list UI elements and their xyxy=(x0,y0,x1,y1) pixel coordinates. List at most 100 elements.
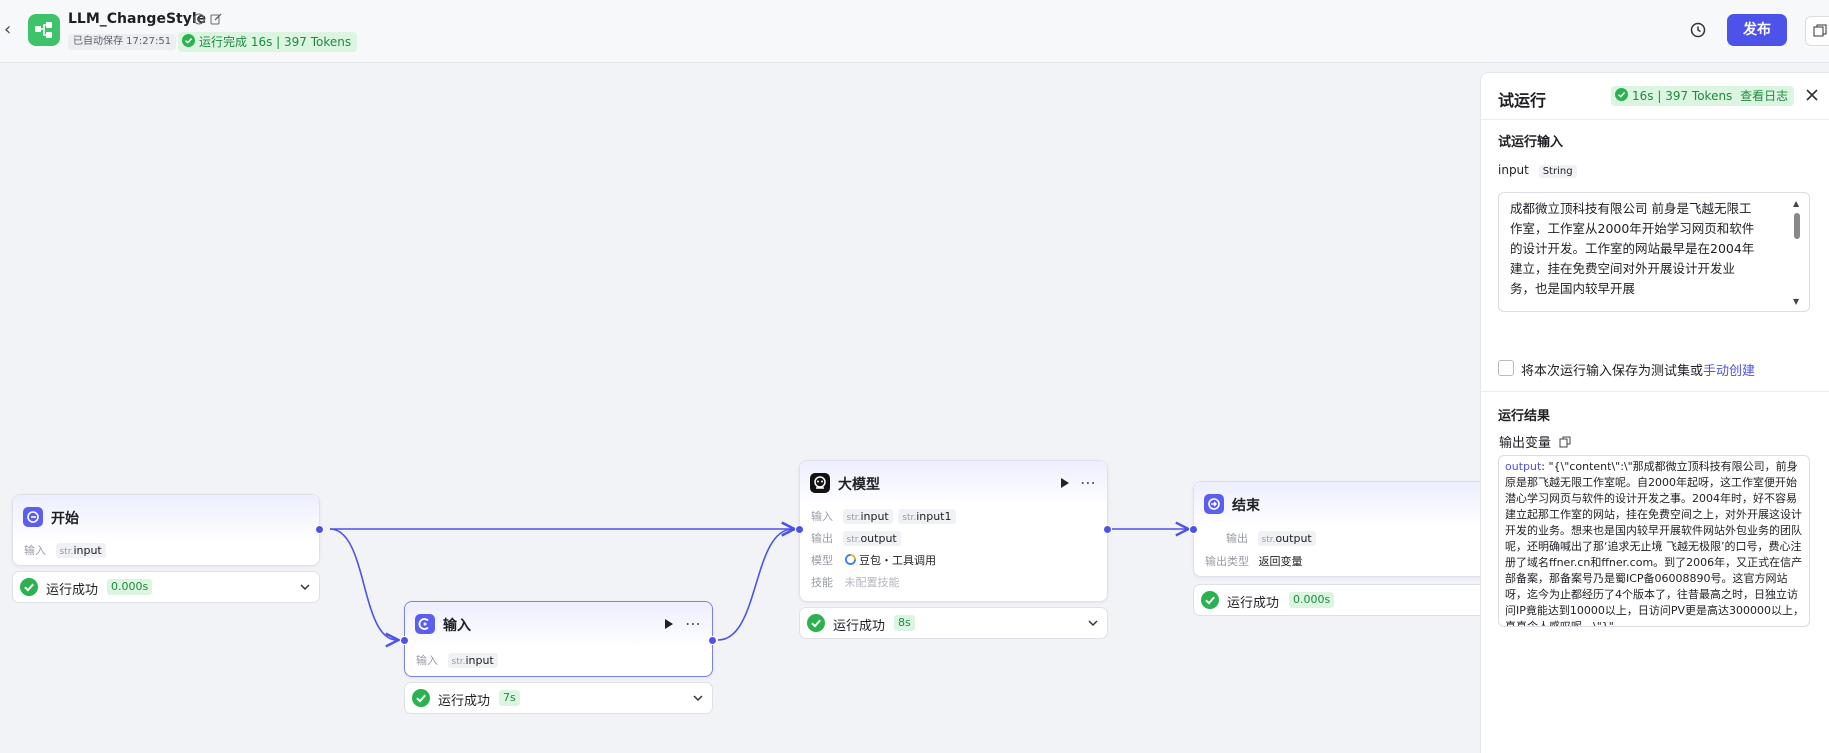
node-model-row: 模型 豆包・工具调用 xyxy=(811,552,936,568)
history-icon[interactable] xyxy=(1688,20,1710,42)
edge-input-llm xyxy=(717,529,793,641)
chevron-down-icon[interactable] xyxy=(1087,617,1099,633)
outtype-label: 输出类型 xyxy=(1205,555,1249,568)
node-end[interactable]: 结束 输出 str.output 输出类型 返回变量 xyxy=(1193,481,1495,577)
edge-start-input xyxy=(329,528,397,640)
var-tag: str.output xyxy=(842,531,901,546)
node-title: 开始 xyxy=(51,511,79,527)
edges-layer xyxy=(329,63,1480,752)
run-status-text: 运行完成 16s | 397 Tokens xyxy=(199,35,352,49)
publish-button[interactable]: 发布 xyxy=(1727,14,1787,46)
var-tag: str.input1 xyxy=(898,509,956,524)
node-header xyxy=(13,495,319,541)
doubao-icon xyxy=(844,554,856,568)
close-icon[interactable] xyxy=(1805,88,1819,106)
chevron-down-icon[interactable] xyxy=(299,581,311,597)
status-text: 运行成功 xyxy=(46,583,99,598)
outtype-value: 返回变量 xyxy=(1258,555,1303,568)
var-tag: str.output xyxy=(1257,531,1316,546)
autosave-badge: 已自动保存 17:27:51 xyxy=(68,34,177,50)
status-input[interactable]: 运行成功 7s xyxy=(404,682,713,714)
node-start[interactable]: 开始 输入 str.input xyxy=(12,494,320,566)
divider xyxy=(1481,119,1829,120)
node-skill-row: 技能 未配置技能 xyxy=(811,574,900,590)
node-input-row: 输入 str.input xyxy=(24,542,106,558)
status-time: 7s xyxy=(499,690,520,706)
check-circle-icon xyxy=(20,578,38,600)
input-node-icon xyxy=(415,614,435,634)
divider xyxy=(1481,391,1829,392)
skill-label: 技能 xyxy=(811,576,833,589)
more-icon[interactable]: ⋯ xyxy=(685,614,702,633)
input-handle[interactable] xyxy=(795,525,804,534)
scroll-up-icon[interactable]: ▲ xyxy=(1793,199,1800,208)
check-circle-icon xyxy=(807,614,825,636)
test-run-panel: 试运行 16s | 397 Tokens 查看日志 试运行输入 input St… xyxy=(1480,72,1829,753)
chevron-left-icon[interactable]: ‹ xyxy=(4,19,12,40)
check-circle-icon xyxy=(1615,87,1628,107)
more-icon[interactable]: ⋯ xyxy=(1080,473,1097,492)
node-output-row: 输出 str.output xyxy=(1226,530,1316,546)
field-label: input String xyxy=(1498,163,1577,178)
save-testset-text: 将本次运行输入保存为测试集或 xyxy=(1521,364,1704,379)
input-label: 输入 xyxy=(24,544,46,557)
chevron-down-icon[interactable] xyxy=(692,692,704,708)
view-log-link[interactable]: 查看日志 xyxy=(1740,89,1789,103)
output-handle[interactable] xyxy=(315,525,324,534)
output-var-label: 输出变量 xyxy=(1499,432,1571,452)
var-tag: str.input xyxy=(55,543,106,558)
field-type-tag: String xyxy=(1538,165,1577,178)
model-label: 模型 xyxy=(811,554,833,567)
play-icon[interactable] xyxy=(663,617,675,631)
output-key: output xyxy=(1505,460,1542,473)
node-input-row: 输入 str.input str.input1 xyxy=(811,508,956,524)
var-tag: str.input xyxy=(842,509,893,524)
node-input[interactable]: 输入 ⋯ 输入 str.input xyxy=(404,601,713,677)
input-handle[interactable] xyxy=(1189,525,1198,534)
input-handle[interactable] xyxy=(400,636,409,645)
save-testset-checkbox[interactable] xyxy=(1498,360,1514,376)
workflow-canvas[interactable]: 开始 输入 str.input 运行成功 0.000s 输入 ⋯ 输入 str.… xyxy=(0,63,1495,752)
scroll-down-icon[interactable]: ▼ xyxy=(1793,297,1800,306)
top-bar: ‹ LLM_ChangeStyle 已自动保存 17:27:51 运行完成 16… xyxy=(0,0,1829,63)
model-value: 豆包・工具调用 xyxy=(859,554,936,567)
field-name: input xyxy=(1498,163,1529,177)
status-llm[interactable]: 运行成功 8s xyxy=(799,607,1108,639)
status-end[interactable]: 运行成功 0.000s xyxy=(1193,584,1495,616)
manual-create-link[interactable]: 手动创建 xyxy=(1703,364,1756,379)
node-outtype-row: 输出类型 返回变量 xyxy=(1205,553,1303,569)
node-title: 输入 xyxy=(443,618,471,634)
status-text: 运行成功 xyxy=(438,694,491,709)
status-text: 运行成功 xyxy=(1227,596,1280,611)
input-textarea[interactable]: 成都微立顶科技有限公司 前身是飞越无限工作室，工作室从2000年开始学习网页和软… xyxy=(1498,192,1810,312)
status-text: 运行成功 xyxy=(833,619,886,634)
input-textarea-value: 成都微立顶科技有限公司 前身是飞越无限工作室，工作室从2000年开始学习网页和软… xyxy=(1510,201,1755,296)
check-circle-icon xyxy=(182,33,195,53)
output-handle[interactable] xyxy=(1103,525,1112,534)
input-label: 输入 xyxy=(811,510,833,523)
status-start[interactable]: 运行成功 0.000s xyxy=(12,571,320,603)
output-label: 输出 xyxy=(811,532,833,545)
run-status-badge: 运行完成 16s | 397 Tokens xyxy=(178,32,358,53)
input-label: 输入 xyxy=(416,654,438,667)
llm-icon xyxy=(810,473,830,493)
panel-title: 试运行 xyxy=(1498,91,1547,110)
output-label: 输出 xyxy=(1226,532,1248,545)
copy-icon[interactable] xyxy=(1559,436,1571,452)
status-time: 0.000s xyxy=(107,579,153,595)
output-handle[interactable] xyxy=(708,636,717,645)
section-title-input: 试运行输入 xyxy=(1498,135,1564,150)
node-llm[interactable]: 大模型 ⋯ 输入 str.input str.input1 输出 str.out… xyxy=(799,460,1108,602)
edit-icon[interactable] xyxy=(209,13,222,26)
window-icon[interactable] xyxy=(1805,16,1829,46)
start-icon xyxy=(23,507,43,527)
info-icon[interactable] xyxy=(192,13,205,26)
output-text: output: "{\"content\":\"那成都微立顶科技有限公司，前身原… xyxy=(1505,459,1805,626)
app-title: LLM_ChangeStyle xyxy=(68,11,207,27)
node-header xyxy=(800,461,1107,507)
node-input-row: 输入 str.input xyxy=(416,652,498,668)
scrollbar-thumb[interactable] xyxy=(1794,213,1800,239)
output-box[interactable]: output: "{\"content\":\"那成都微立顶科技有限公司，前身原… xyxy=(1498,455,1810,627)
workflow-icon xyxy=(28,14,60,46)
play-icon[interactable] xyxy=(1059,476,1071,490)
